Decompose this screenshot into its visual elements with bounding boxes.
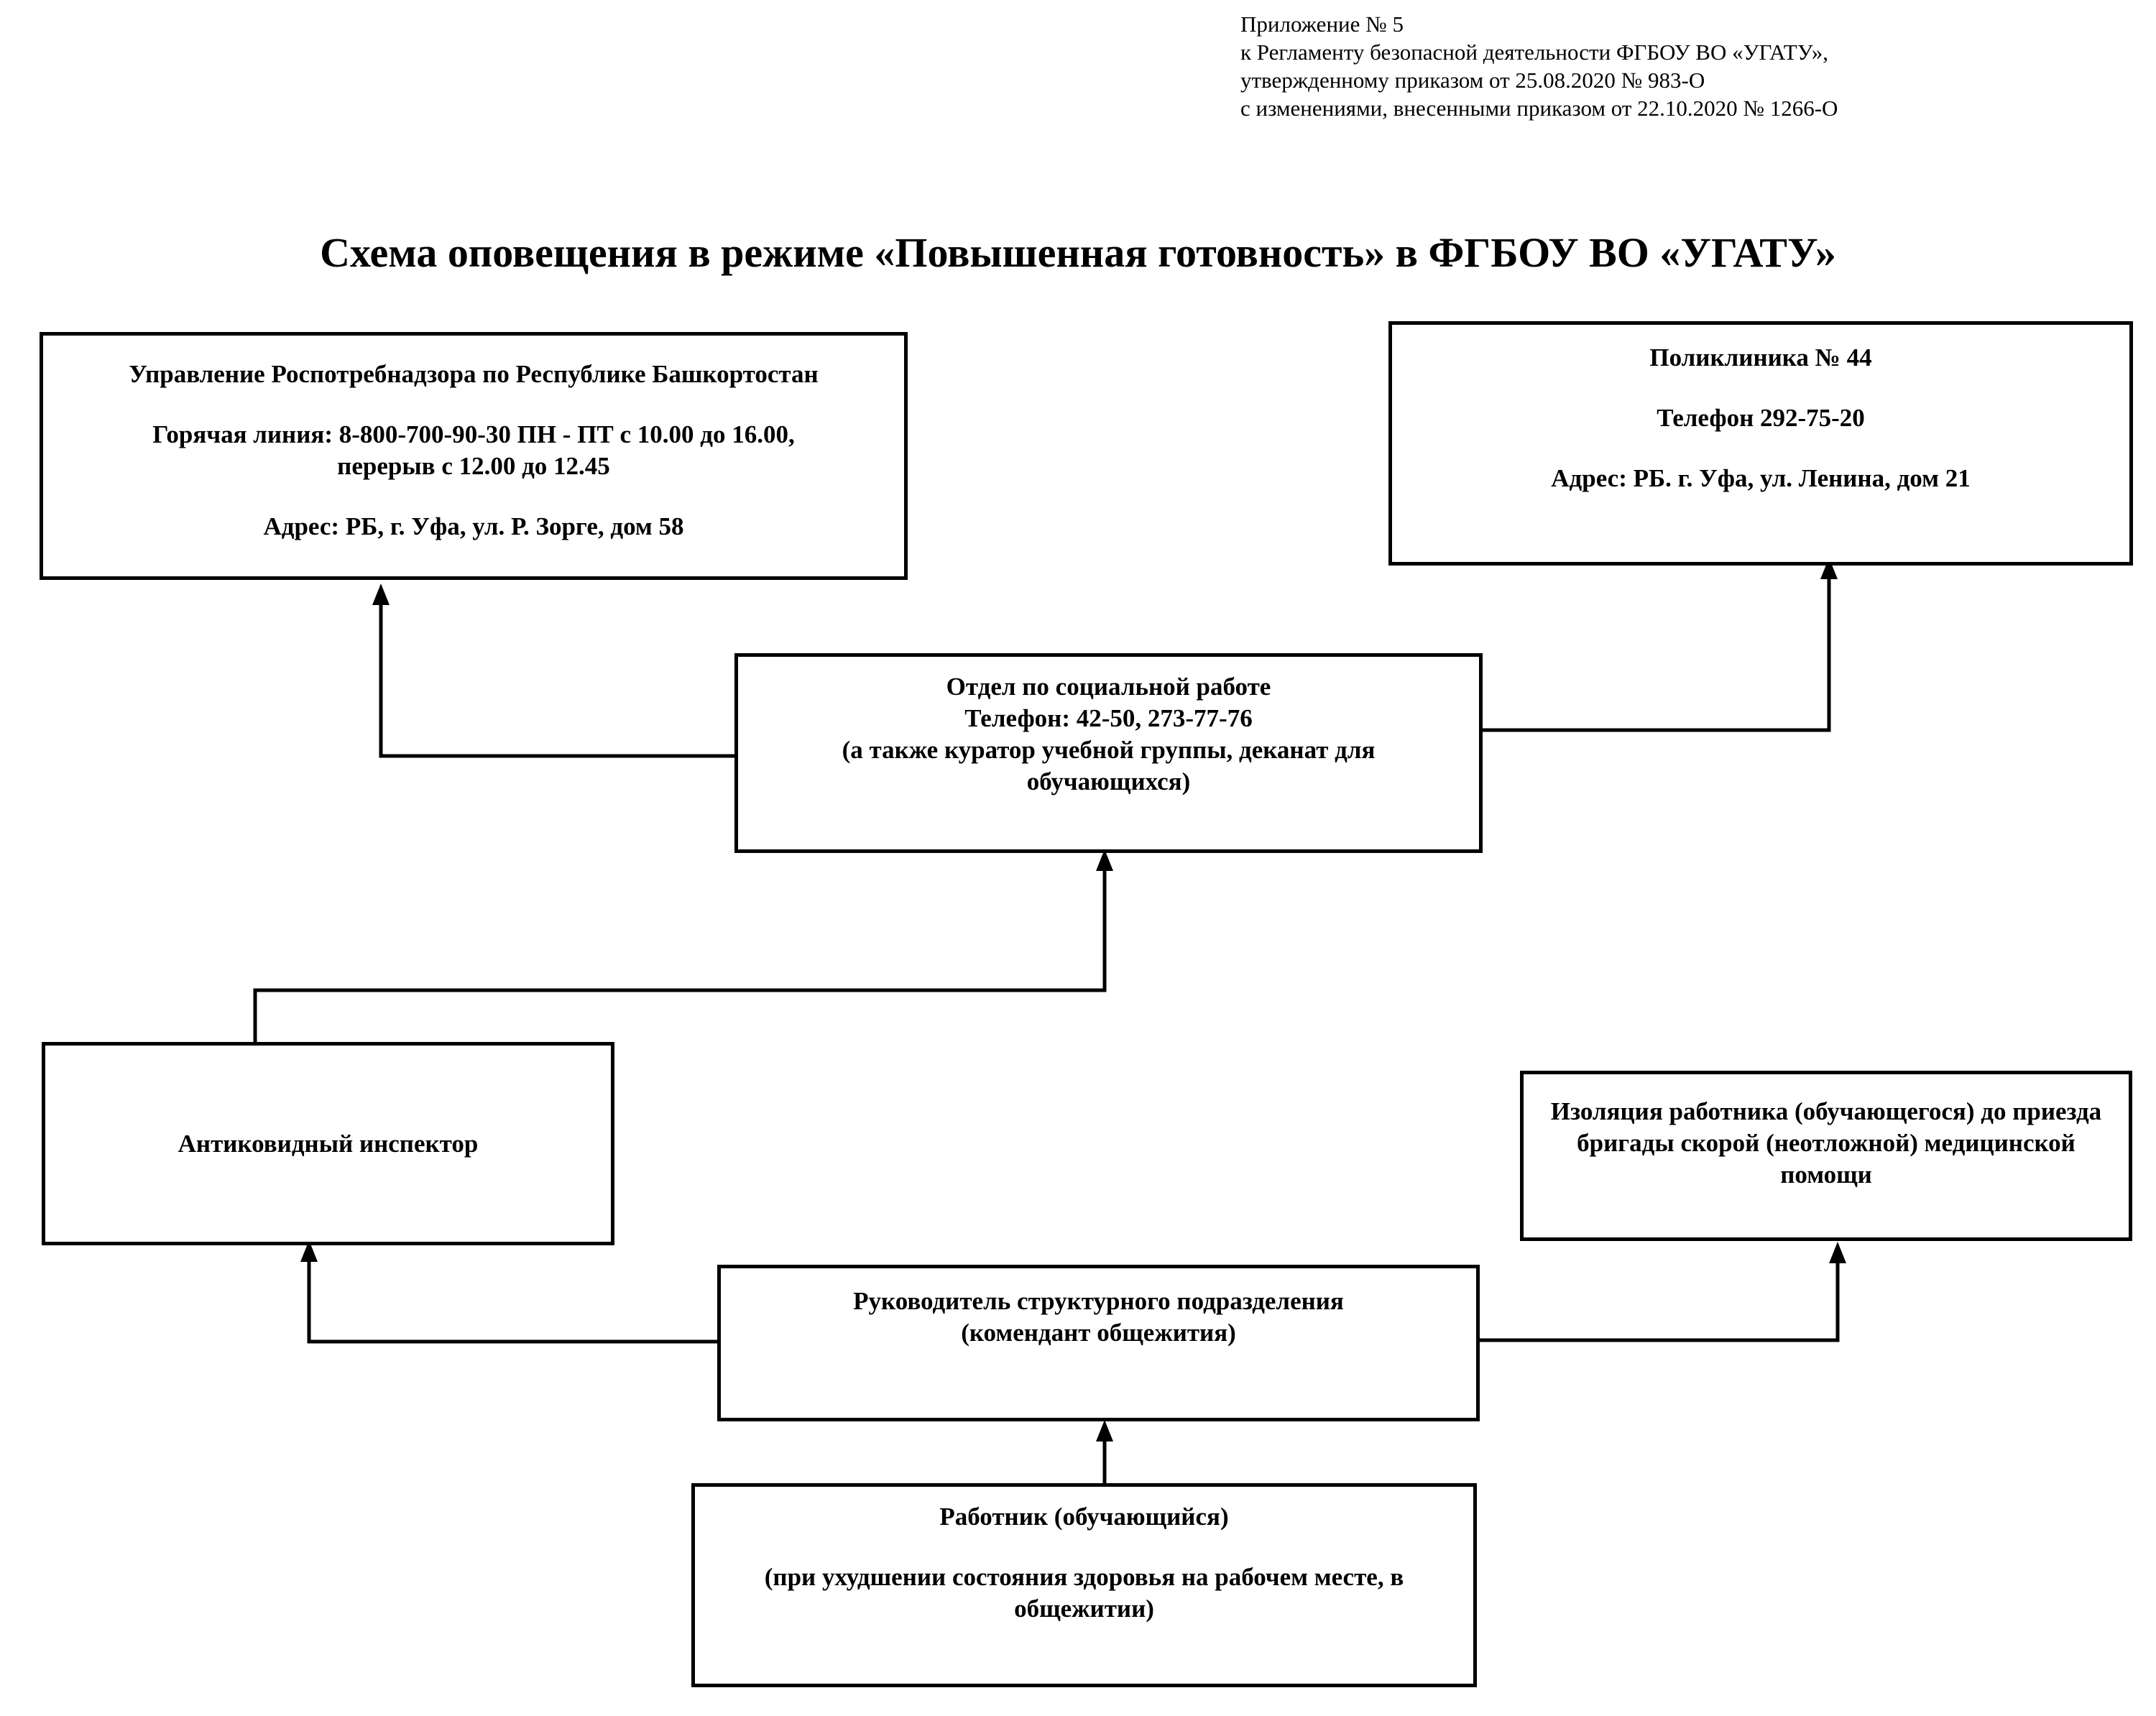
isolation-text: Изоляция работника (обучающегося) до при… xyxy=(1550,1097,2102,1189)
rospotrebnadzor-hotline: Горячая линия: 8-800-700-90-30 ПН - ПТ с… xyxy=(152,420,795,448)
box-rospotrebnadzor: Управление Роспотребнадзора по Республик… xyxy=(40,332,908,580)
inspector-name: Антиковидный инспектор xyxy=(178,1129,479,1158)
box-worker: Работник (обучающийся) (при ухудшении со… xyxy=(691,1483,1477,1687)
structural-head-note: (комендант общежития) xyxy=(961,1319,1236,1347)
connector-head-to-inspector xyxy=(307,1259,717,1344)
social-dept-phone: Телефон: 42-50, 273-77-76 xyxy=(964,704,1253,732)
document-header: Приложение № 5 к Регламенту безопасной д… xyxy=(1240,10,2132,122)
arrowhead-inspector xyxy=(300,1240,318,1262)
rospotrebnadzor-address: Адрес: РБ, г. Уфа, ул. Р. Зорге, дом 58 xyxy=(263,512,684,540)
connector-inspector-to-social xyxy=(253,868,1107,1042)
arrowhead-head xyxy=(1096,1420,1113,1441)
header-line-appendix: Приложение № 5 xyxy=(1240,11,1404,37)
rospotrebnadzor-break: перерыв с 12.00 до 12.45 xyxy=(337,452,610,480)
worker-note: (при ухудшении состояния здоровья на раб… xyxy=(764,1563,1404,1623)
connector-social-to-rospotrebnadzor xyxy=(379,602,734,758)
arrowhead-polyclinic xyxy=(1820,558,1838,579)
worker-name: Работник (обучающийся) xyxy=(939,1503,1229,1531)
header-line-order: утвержденному приказом от 25.08.2020 № 9… xyxy=(1240,68,1705,93)
arrowhead-isolation xyxy=(1829,1242,1846,1263)
polyclinic-address: Адрес: РБ. г. Уфа, ул. Ленина, дом 21 xyxy=(1551,464,1971,492)
polyclinic-phone: Телефон 292-75-20 xyxy=(1657,404,1865,432)
box-isolation: Изоляция работника (обучающегося) до при… xyxy=(1520,1071,2132,1241)
box-social-dept: Отдел по социальной работе Телефон: 42-5… xyxy=(734,653,1483,853)
arrowhead-social xyxy=(1096,849,1113,871)
rospotrebnadzor-name: Управление Роспотребнадзора по Республик… xyxy=(129,360,819,388)
box-inspector: Антиковидный инспектор xyxy=(42,1042,614,1245)
page-title: Схема оповещения в режиме «Повышенная го… xyxy=(320,229,1836,276)
connector-social-to-polyclinic xyxy=(1483,576,1831,732)
box-polyclinic: Поликлиника № 44 Телефон 292-75-20 Адрес… xyxy=(1388,321,2133,566)
social-dept-note: (а также куратор учебной группы, деканат… xyxy=(842,736,1376,795)
header-line-regulation: к Регламенту безопасной деятельности ФГБ… xyxy=(1240,40,1828,65)
social-dept-name: Отдел по социальной работе xyxy=(946,673,1271,701)
header-line-amendments: с изменениями, внесенными приказом от 22… xyxy=(1240,96,1838,121)
structural-head-name: Руководитель структурного подразделения xyxy=(853,1287,1344,1315)
polyclinic-name: Поликлиника № 44 xyxy=(1649,343,1872,372)
box-structural-head: Руководитель структурного подразделения … xyxy=(717,1265,1480,1421)
arrowhead-rospotrebnadzor xyxy=(372,583,390,605)
connector-head-to-isolation xyxy=(1480,1260,1840,1342)
